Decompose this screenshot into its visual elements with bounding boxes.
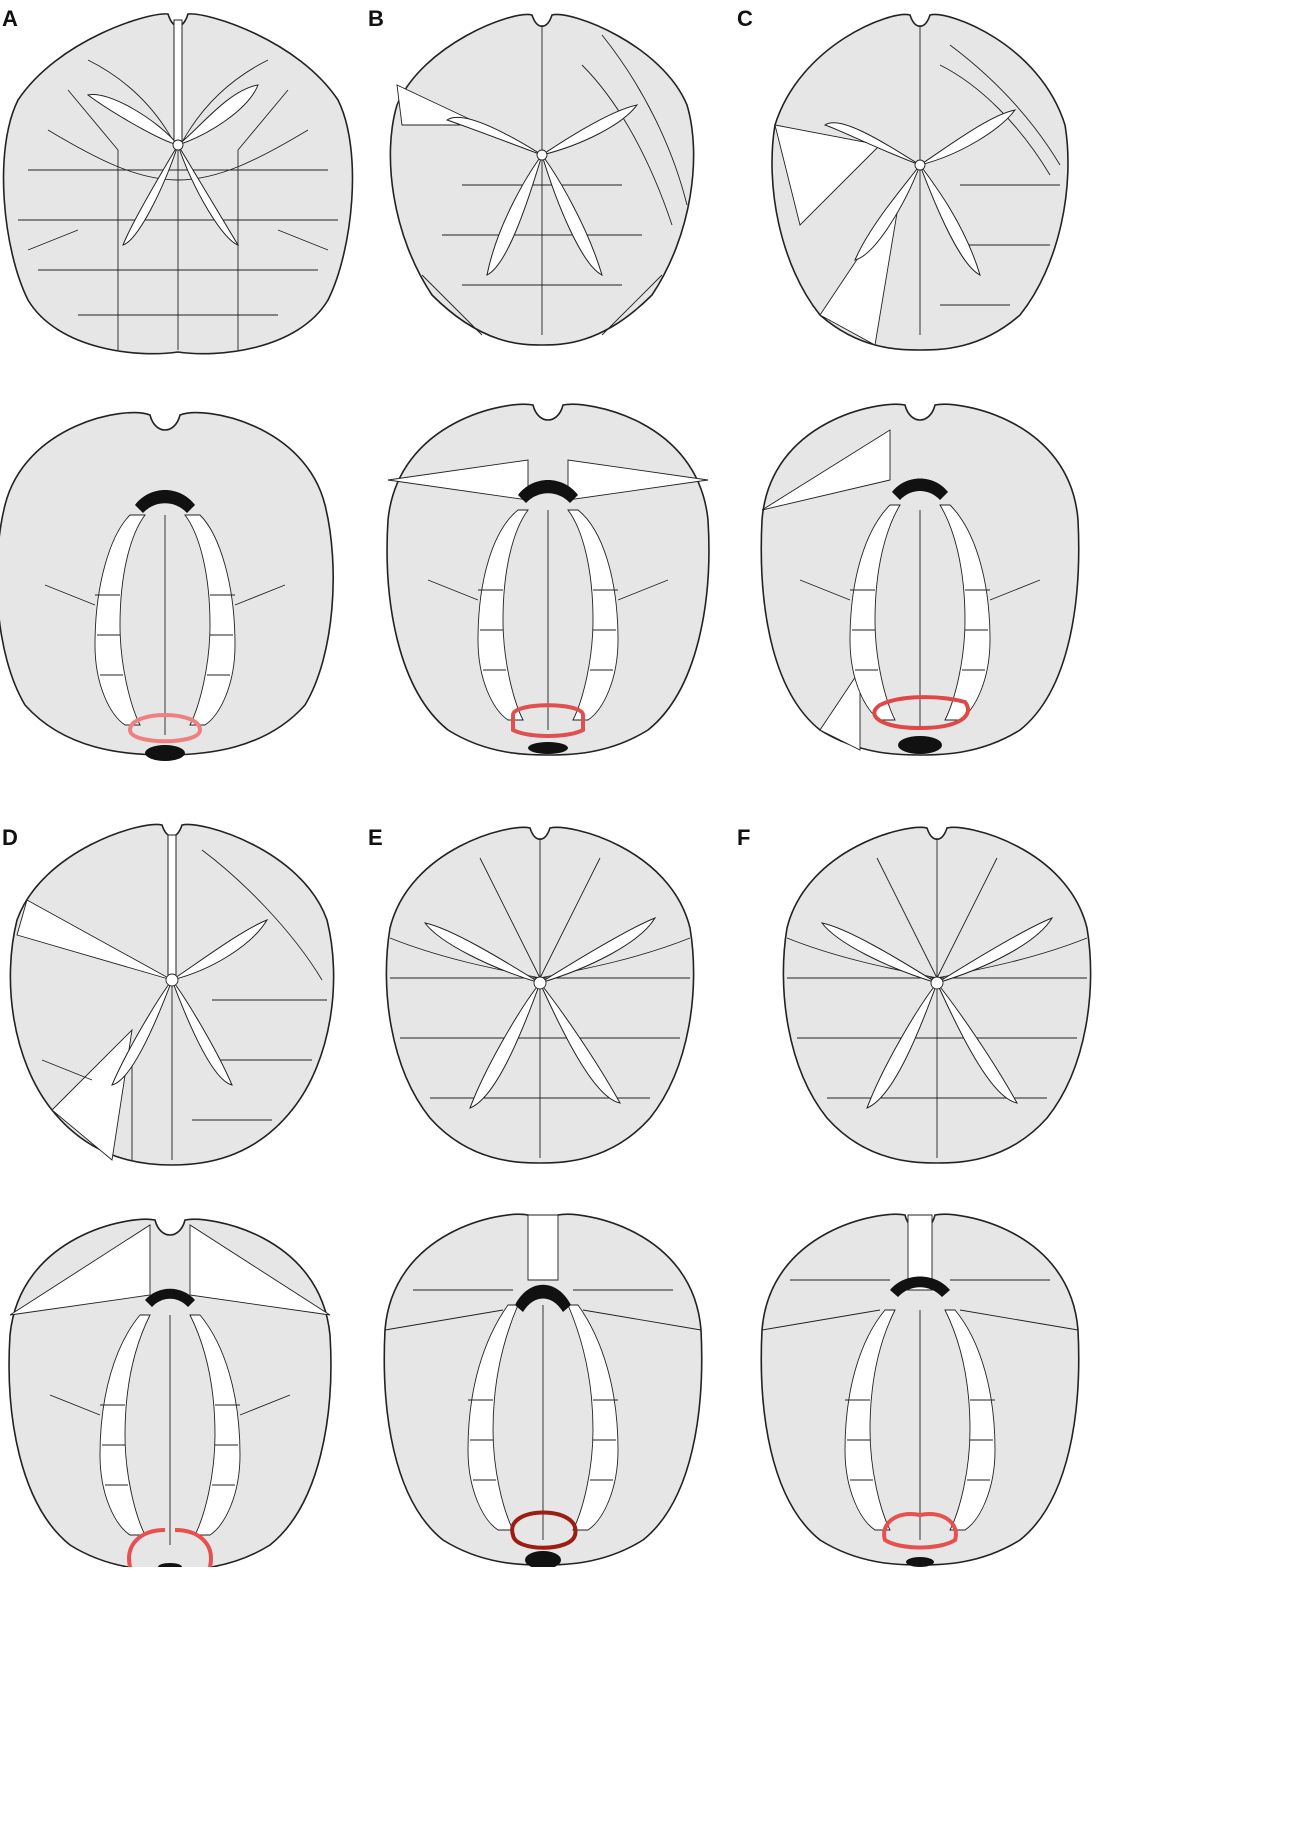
panel-label-d: D [2,825,18,850]
panel-a: A [0,6,354,761]
echinoid-test-comparison-figure: A B [0,6,1092,1567]
panel-e: E [368,825,703,1567]
panel-c: C [737,6,1080,756]
petals [445,104,639,276]
panel-f-oral-view [760,1213,1080,1567]
test-outline [0,411,334,756]
panel-b: B [368,6,710,756]
panel-d: D [2,823,335,1567]
panel-a-oral-view [0,411,334,761]
panel-c-oral-view [760,403,1080,756]
apical-disc [536,149,548,161]
periproct [158,1563,182,1567]
petals [86,19,259,246]
panel-f-aboral-view [782,826,1092,1164]
apical-disc [172,139,184,151]
panel-label-b: B [368,6,384,31]
petals [823,109,1017,276]
periproct [528,742,568,754]
plate-sutures [18,59,338,350]
petals [820,916,1054,1109]
periproct [145,745,185,761]
highlight-outline [882,1512,958,1550]
peristome [515,1284,571,1312]
petals [423,916,657,1109]
ambulacral-column-left [94,514,146,726]
panel-f: F [737,825,1092,1567]
panel-e-oral-view [383,1213,703,1567]
panel-d-aboral-view [9,823,335,1166]
apical-disc [165,973,179,987]
panel-d-oral-view [8,1218,332,1567]
interambulacral-pale-zone [396,84,483,126]
peristome [518,480,578,503]
panel-label-a: A [2,6,18,31]
panel-e-aboral-view [385,826,695,1164]
peristome [135,490,195,513]
highlight-outline [127,1528,213,1567]
peristome [145,1288,195,1307]
peristome [890,1276,950,1297]
panel-a-aboral-view [2,13,354,355]
apical-disc [930,976,944,990]
peristome [892,478,948,500]
panel-b-oral-view [386,403,710,756]
panel-c-aboral-view [771,13,1069,351]
petals [111,834,269,1086]
ambulacral-column-right [184,514,236,726]
periproct [525,1551,561,1567]
periproct [906,1557,934,1567]
apical-disc [533,976,547,990]
highlight-outline [127,713,203,744]
panel-label-f: F [737,825,750,850]
panel-label-e: E [368,825,383,850]
highlight-outline [510,1510,578,1550]
highlight-outline [872,695,970,731]
panel-label-c: C [737,6,753,31]
apical-disc [914,159,926,171]
panel-b-aboral-view [389,13,695,346]
highlight-outline [511,703,585,738]
periproct [898,736,942,754]
